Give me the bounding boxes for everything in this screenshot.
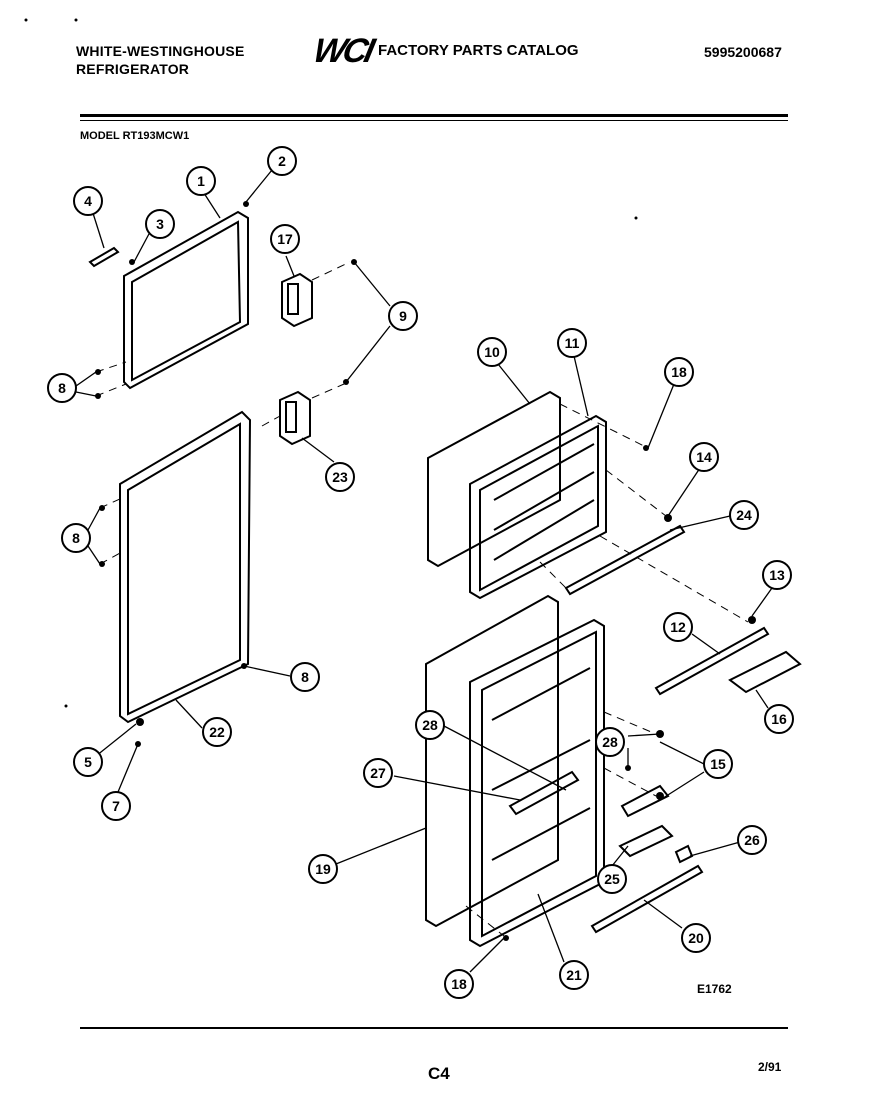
callout-1-label: 1: [197, 173, 205, 189]
callout-27-label: 27: [370, 765, 386, 781]
diagram-code: E1762: [697, 982, 732, 996]
rail-24: [564, 524, 686, 596]
callouts: 1 2 3 4 17 9 8 23 8 8 22 5 7 10 11 18 14…: [47, 146, 794, 999]
callout-28b-label: 28: [602, 734, 618, 750]
callout-13-label: 13: [769, 567, 785, 583]
callout-19-label: 19: [315, 861, 331, 877]
bar-27: [508, 770, 580, 816]
callout-22: 22: [202, 717, 232, 747]
fasteners: [24, 18, 756, 941]
page-code: C4: [428, 1064, 450, 1083]
alignment-lines: [95, 261, 749, 937]
callout-17-label: 17: [277, 231, 293, 247]
callout-20: 20: [681, 923, 711, 953]
callout-10-label: 10: [484, 344, 500, 360]
callout-12: 12: [663, 612, 693, 642]
brand-line-2: REFRIGERATOR: [76, 61, 190, 77]
rail-20: [590, 864, 704, 934]
callout-20-label: 20: [688, 930, 704, 946]
callout-7: 7: [101, 791, 131, 821]
callout-23: 23: [325, 462, 355, 492]
diagram-parts: [88, 210, 802, 948]
callout-8c-label: 8: [301, 669, 309, 685]
catalog-date: 2/91: [758, 1060, 782, 1074]
callout-24-label: 24: [736, 507, 752, 523]
freezer-door-gasket-10: [427, 390, 561, 568]
freezer-door-liner-11: [469, 414, 607, 600]
callout-8a: 8: [47, 373, 77, 403]
callout-8b: 8: [61, 523, 91, 553]
callout-8c: 8: [290, 662, 320, 692]
shelf-25: [618, 824, 674, 858]
callout-2: 2: [267, 146, 297, 176]
callout-21: 21: [559, 960, 589, 990]
header-rule-thick: [80, 114, 788, 117]
freezer-gasket: [123, 210, 249, 390]
trim-4: [88, 246, 120, 268]
callout-10: 10: [477, 337, 507, 367]
callout-15: 15: [703, 749, 733, 779]
callout-21-label: 21: [566, 967, 582, 983]
catalog-number: 5995200687: [704, 44, 782, 60]
cover-16: [728, 650, 802, 694]
callout-3: 3: [145, 209, 175, 239]
callout-14-label: 14: [696, 449, 712, 465]
callout-22-label: 22: [209, 724, 225, 740]
callout-4-label: 4: [84, 193, 92, 209]
leader-lines: [75, 169, 773, 973]
callout-16-label: 16: [771, 711, 787, 727]
callout-8b-label: 8: [72, 530, 80, 546]
callout-5: 5: [73, 747, 103, 777]
callout-18b-label: 18: [451, 976, 467, 992]
callout-27: 27: [363, 758, 393, 788]
callout-9: 9: [388, 301, 418, 331]
callout-23-label: 23: [332, 469, 348, 485]
callout-18a-label: 18: [671, 364, 687, 380]
model-label: MODEL RT193MCW1: [80, 130, 190, 142]
callout-3-label: 3: [156, 216, 164, 232]
callout-7-label: 7: [112, 798, 120, 814]
callout-18b: 18: [444, 969, 474, 999]
callout-5-label: 5: [84, 754, 92, 770]
callout-19: 19: [308, 854, 338, 884]
brand-heading: WHITE-WESTINGHOUSE REFRIGERATOR: [76, 42, 244, 78]
header-rule-thin: [80, 120, 788, 121]
fresh-food-gasket: [119, 410, 252, 724]
callout-17: 17: [270, 224, 300, 254]
footer-rule: [80, 1027, 788, 1029]
callout-13: 13: [762, 560, 792, 590]
callout-24: 24: [729, 500, 759, 530]
callout-16: 16: [764, 704, 794, 734]
rail-15: [620, 784, 670, 818]
brand-line-1: WHITE-WESTINGHOUSE: [76, 43, 245, 59]
callout-1: 1: [186, 166, 216, 196]
callout-15-label: 15: [710, 756, 726, 772]
hinge-17: [281, 272, 313, 328]
callout-8a-label: 8: [58, 380, 66, 396]
callout-26: 26: [737, 825, 767, 855]
callout-9-label: 9: [399, 308, 407, 324]
callout-14: 14: [689, 442, 719, 472]
callout-2-label: 2: [278, 153, 286, 169]
hinge-23: [279, 390, 311, 446]
callout-25-label: 25: [604, 871, 620, 887]
catalog-title: FACTORY PARTS CATALOG: [378, 42, 579, 59]
callout-12-label: 12: [670, 619, 686, 635]
callout-26-label: 26: [744, 832, 760, 848]
callout-4: 4: [73, 186, 103, 216]
callout-28b: 28: [595, 727, 625, 757]
rail-12: [654, 626, 770, 696]
callout-25: 25: [597, 864, 627, 894]
clip-26: [674, 844, 694, 864]
callout-11-label: 11: [565, 335, 580, 351]
callout-28a-label: 28: [422, 717, 438, 733]
callout-11: 11: [557, 328, 587, 358]
fresh-food-door-gasket-19: [425, 594, 559, 928]
callout-18a: 18: [664, 357, 694, 387]
callout-28a: 28: [415, 710, 445, 740]
